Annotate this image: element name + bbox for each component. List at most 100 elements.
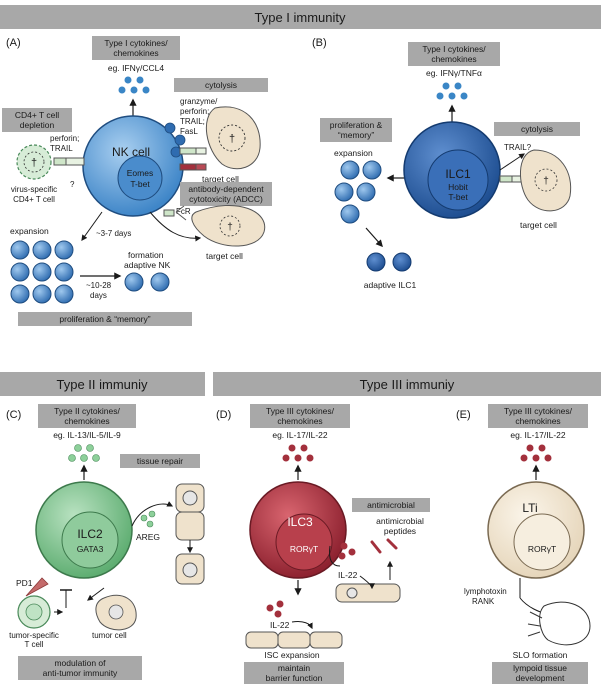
ilc3-nucleus [275,513,333,571]
epithelium-d [335,583,401,603]
panel-c-modulation-box [18,656,142,680]
panel-c: (C) Type II cytokines/ chemokines eg. IL… [6,404,205,680]
nk-granules [164,122,186,158]
pd1-receptor [25,577,49,597]
svg-text:TRAIL?: TRAIL? [504,143,532,152]
svg-text:CD4+ T cell: CD4+ T cell [13,195,55,204]
svg-text:chemokines: chemokines [277,416,322,426]
svg-text:modulation of: modulation of [54,658,106,668]
panel-a: (A) Type I cytokines/ chemokines eg. IFN… [2,36,272,326]
svg-text:T-bet: T-bet [448,192,468,202]
virus-cd4-cell [16,144,52,180]
svg-text:virus-specific: virus-specific [11,185,57,194]
svg-text:Type III cytokines/: Type III cytokines/ [504,406,573,416]
svg-text:NK cell: NK cell [112,145,150,159]
panel-d-cytokine-dots [282,444,314,462]
type3-header: Type III immuniy [213,372,601,396]
svg-text:peptides: peptides [384,526,416,536]
svg-text:antibody-dependent: antibody-dependent [188,184,264,194]
svg-text:antimicrobial: antimicrobial [367,500,415,510]
il22-dots-right [338,542,356,560]
svg-text:lymphotoxin: lymphotoxin [464,587,507,596]
panel-b-cytokine-box [408,42,500,66]
ilc2-nucleus [61,511,119,569]
svg-text:depletion: depletion [20,120,55,130]
svg-text:proliferation & “memory”: proliferation & “memory” [59,314,150,324]
svg-text:?: ? [70,180,75,189]
svg-text:IL-22: IL-22 [338,570,358,580]
svg-text:tumor cell: tumor cell [92,631,127,640]
svg-text:CD4+ T cell: CD4+ T cell [15,110,59,120]
panel-a-cytokine-eg: eg. IFNγ/CCL4 [108,63,164,73]
panel-d-cytokine-box [250,404,350,428]
type2-header: Type II immuniy [0,372,205,396]
panel-e: (E) Type III cytokines/ chemokines eg. I… [456,404,591,684]
panel-a-cytokine-dots [118,76,150,94]
lti-nucleus [513,513,571,571]
svg-text:maintain: maintain [278,663,310,673]
panel-b-proliferation-box [320,118,392,142]
target-cell-1 [205,106,261,170]
nk-receptor-right [179,147,207,171]
svg-text:barrier function: barrier function [266,673,323,683]
svg-text:perforin;: perforin; [180,107,209,116]
panel-d-antimicrobial-box [352,498,430,512]
svg-text:†: † [227,222,233,233]
expansion-cells-a [10,240,74,304]
panel-a-cd4-box [2,108,72,132]
svg-text:“memory”: “memory” [338,130,375,140]
repair-tissue [175,483,205,585]
svg-text:Type III cytokines/: Type III cytokines/ [266,406,335,416]
svg-text:~10-28: ~10-28 [86,281,112,290]
svg-text:RANK: RANK [472,597,495,606]
svg-text:development: development [516,673,565,683]
svg-text:GATA3: GATA3 [77,544,104,554]
svg-text:formation: formation [128,250,164,260]
panel-b: (B) Type I cytokines/ chemokines eg. IFN… [312,37,580,290]
svg-text:granzyme/: granzyme/ [180,97,218,106]
panel-b-cytokine-dots [436,82,468,100]
svg-text:RORγT: RORγT [528,544,556,554]
svg-text:Type I cytokines/: Type I cytokines/ [104,38,168,48]
svg-text:chemokines: chemokines [515,416,560,426]
panel-d-barrier-box [244,662,344,684]
panel-d-letter: (D) [216,409,231,421]
svg-text:cytotoxicity (ADCC): cytotoxicity (ADCC) [189,194,263,204]
panel-c-letter: (C) [6,409,21,421]
panel-a-cytokine-box [92,36,180,60]
svg-text:ILC3: ILC3 [287,515,313,529]
svg-text:Type I cytokines/: Type I cytokines/ [422,44,486,54]
svg-text:expansion: expansion [334,148,373,158]
panel-c-cytokine-dots [68,444,100,462]
svg-text:IL-22: IL-22 [270,620,290,630]
svg-text:tissue repair: tissue repair [137,456,183,466]
panel-c-cytokine-eg: eg. IL-13/IL-5/IL-9 [53,430,121,440]
panel-e-cytokine-dots [520,444,552,462]
target-cell-2 [191,204,266,247]
slo-vessels [527,611,543,637]
peptide-marks [370,538,398,554]
svg-text:AREG: AREG [136,532,160,542]
svg-text:T-bet: T-bet [130,179,150,189]
panel-e-lymphoid-box [492,662,588,684]
svg-text:perforin;: perforin; [50,134,79,143]
panel-b-letter: (B) [312,37,327,49]
panel-c-cytokine-box [38,404,136,428]
svg-text:cytolysis: cytolysis [521,124,553,134]
svg-text:Eomes: Eomes [127,168,153,178]
slo-node [539,601,591,646]
svg-text:days: days [90,291,107,300]
svg-text:antimicrobial: antimicrobial [376,516,424,526]
svg-text:Hobit: Hobit [448,182,468,192]
svg-text:adaptive NK: adaptive NK [124,260,171,270]
panel-b-cytolysis-box [494,122,580,136]
svg-text:†: † [31,157,37,169]
ilc1-nucleus [427,149,489,211]
svg-text:ILC2: ILC2 [77,527,103,541]
panel-e-cytokine-eg: eg. IL-17/IL-22 [510,430,566,440]
svg-text:†: † [543,176,549,187]
svg-text:chemokines: chemokines [113,48,158,58]
epithelium-d-bottom [245,631,343,649]
svg-text:target cell: target cell [206,251,243,261]
